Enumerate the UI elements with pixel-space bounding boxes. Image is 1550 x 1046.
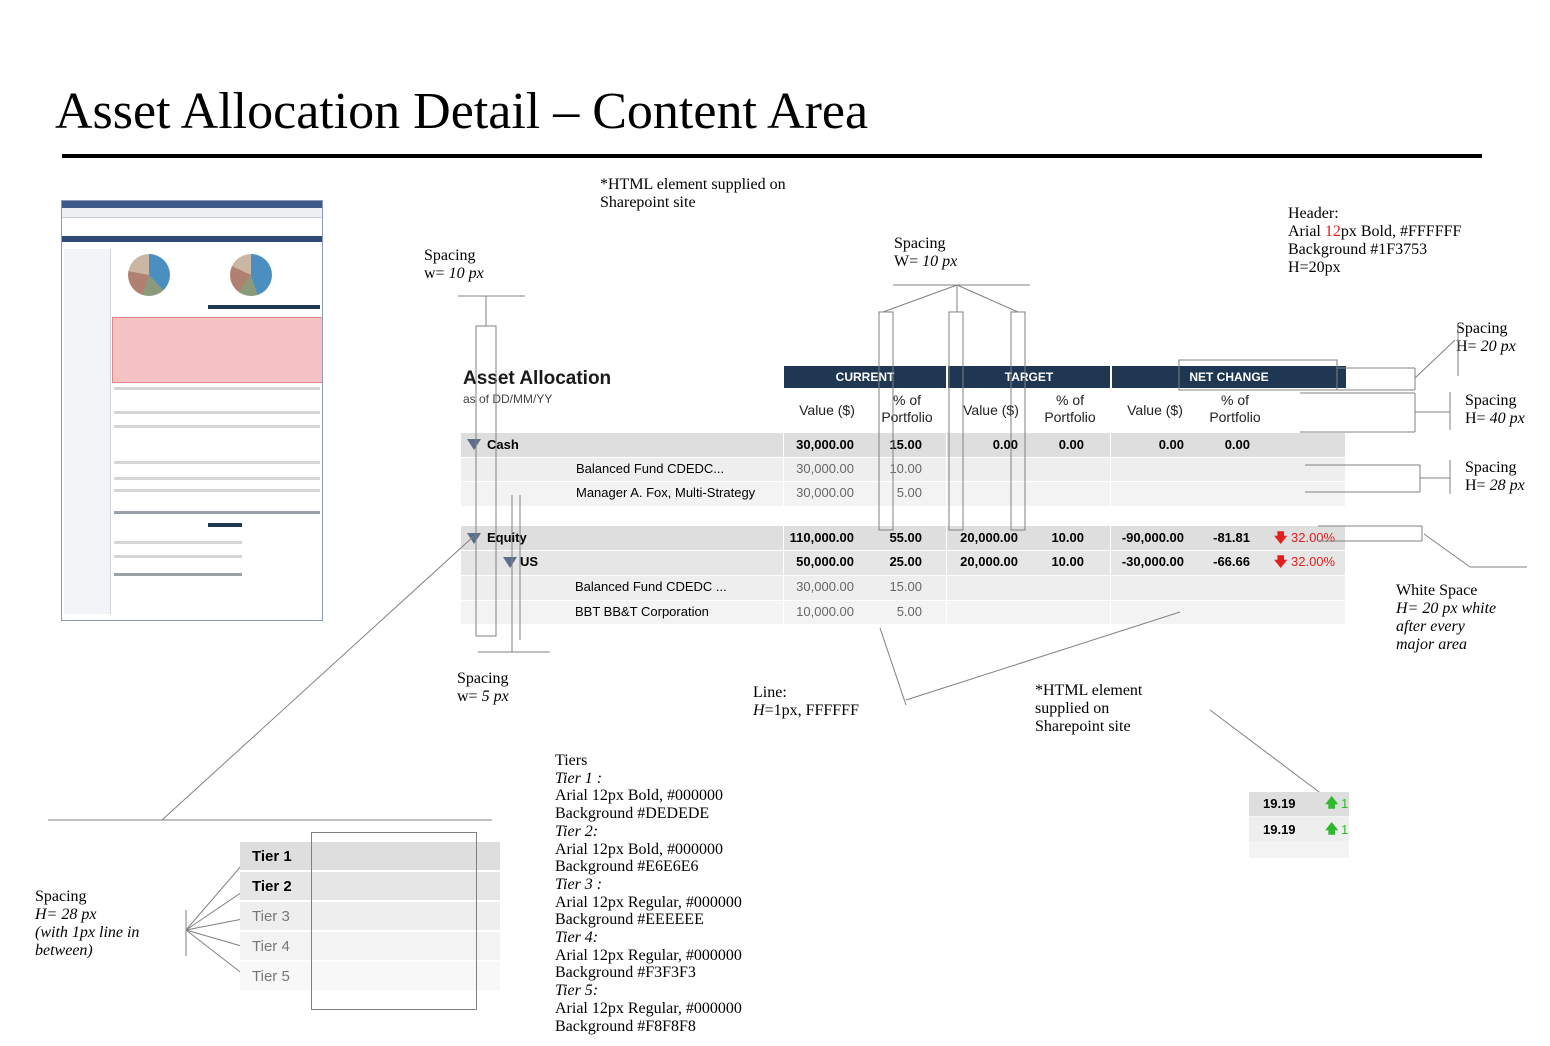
mini-value: 19.19 [1263, 796, 1296, 811]
col-current-value: Value ($) [799, 402, 855, 418]
line-spec-note: Line:H=1px, FFFFFF [753, 684, 859, 719]
cell-current-pct: 10.00 [889, 461, 922, 476]
cell-target-pct: 10.00 [1051, 530, 1084, 545]
header-current: CURRENT [784, 366, 946, 388]
row-bg-us-1 [461, 575, 1345, 600]
tiers-spec-note: Tiers Tier 1 : Arial 12px Bold, #000000 … [555, 752, 742, 1035]
cell-net-pct: -81.81 [1213, 530, 1250, 545]
page-title: Asset Allocation Detail – Content Area [55, 83, 869, 140]
collapse-us-icon[interactable] [503, 557, 517, 568]
arrow-down-icon: 🡇 [1274, 554, 1288, 569]
cell-current-value: 30,000.00 [796, 579, 854, 594]
cell-net-pct: -66.66 [1213, 554, 1250, 569]
title-divider [62, 154, 1482, 158]
reference-thumbnail [61, 200, 323, 621]
tier-4-sample: Tier 4 [240, 932, 500, 961]
row-label[interactable]: Cash [487, 437, 519, 452]
cell-current-pct: 15.00 [889, 437, 922, 452]
cell-target-value: 20,000.00 [960, 530, 1018, 545]
row-label[interactable]: Balanced Fund CDEDC... [576, 461, 725, 476]
arrow-up-icon: 🡅 [1325, 821, 1339, 836]
row-label[interactable]: Equity [487, 530, 527, 545]
mini-value: 19.19 [1263, 822, 1296, 837]
tiers-highlight-box [311, 832, 477, 1010]
row-bg-us [461, 550, 1345, 575]
white-space-note: White Space H= 20 px white after every m… [1396, 582, 1497, 653]
row-bg-us-2 [461, 600, 1345, 624]
mini-change: 1 [1341, 822, 1349, 837]
col-net-value: Value ($) [1127, 402, 1183, 418]
row-label[interactable]: Manager A. Fox, Multi-Strategy [576, 485, 756, 500]
row-label[interactable]: BBT BB&T Corporation [575, 604, 709, 619]
cell-current-pct: 15.00 [889, 579, 922, 594]
cell-current-value: 10,000.00 [796, 604, 854, 619]
cell-current-value: 110,000.00 [789, 530, 854, 545]
cell-current-value: 50,000.00 [796, 554, 854, 569]
row-bg-cash [461, 433, 1345, 457]
asset-allocation-title: Asset Allocation [463, 368, 612, 389]
collapse-cash-icon[interactable] [467, 439, 481, 450]
cell-net-value: -90,000.00 [1121, 530, 1184, 545]
asset-allocation-date: as of DD/MM/YY [463, 392, 553, 406]
tier-3-sample: Tier 3 [240, 902, 500, 931]
cell-target-value: 20,000.00 [960, 554, 1018, 569]
cell-current-pct: 5.00 [896, 485, 922, 500]
row-bg-cash-2 [461, 481, 1345, 506]
tiers-spacing-note: Spacing H= 28 px (with 1px line in betwe… [35, 888, 140, 959]
arrow-down-icon: 🡇 [1274, 530, 1288, 545]
collapse-equity-icon[interactable] [467, 533, 481, 544]
header-net-change: NET CHANGE [1112, 366, 1346, 388]
change-indicator: 🡇 32.00% [1274, 554, 1336, 569]
row-label[interactable]: Balanced Fund CDEDC ... [575, 579, 727, 594]
cell-current-pct: 55.00 [889, 530, 922, 545]
cell-current-pct: 25.00 [889, 554, 922, 569]
header-target: TARGET [948, 366, 1110, 388]
cell-net-value: 0.00 [1158, 437, 1184, 452]
cell-target-pct: 10.00 [1051, 554, 1084, 569]
mini-indicator-panel: 19.19 🡅 1 19.19 🡅 1 [1249, 792, 1349, 858]
tier-2-sample: Tier 2 [240, 872, 500, 901]
cell-current-value: 30,000.00 [796, 485, 854, 500]
cell-net-value: -30,000.00 [1121, 554, 1184, 569]
header-spec-note: Header: Arial 12px Bold, #FFFFFF Backgro… [1288, 205, 1462, 276]
col-target-value: Value ($) [963, 402, 1019, 418]
mini-change: 1 [1341, 796, 1349, 811]
row-bg-cash-1 [461, 457, 1345, 482]
tier-1-sample: Tier 1 [240, 842, 500, 871]
tier-5-sample: Tier 5 [240, 962, 500, 991]
cell-net-pct: 0.00 [1224, 437, 1250, 452]
cell-target-pct: 0.00 [1058, 437, 1084, 452]
cell-current-value: 30,000.00 [796, 437, 854, 452]
row-label[interactable]: US [520, 554, 539, 569]
arrow-up-icon: 🡅 [1325, 795, 1339, 810]
row-bg-equity [461, 526, 1345, 550]
cell-current-value: 30,000.00 [796, 461, 854, 476]
cell-target-value: 0.00 [992, 437, 1018, 452]
cell-current-pct: 5.00 [896, 604, 922, 619]
